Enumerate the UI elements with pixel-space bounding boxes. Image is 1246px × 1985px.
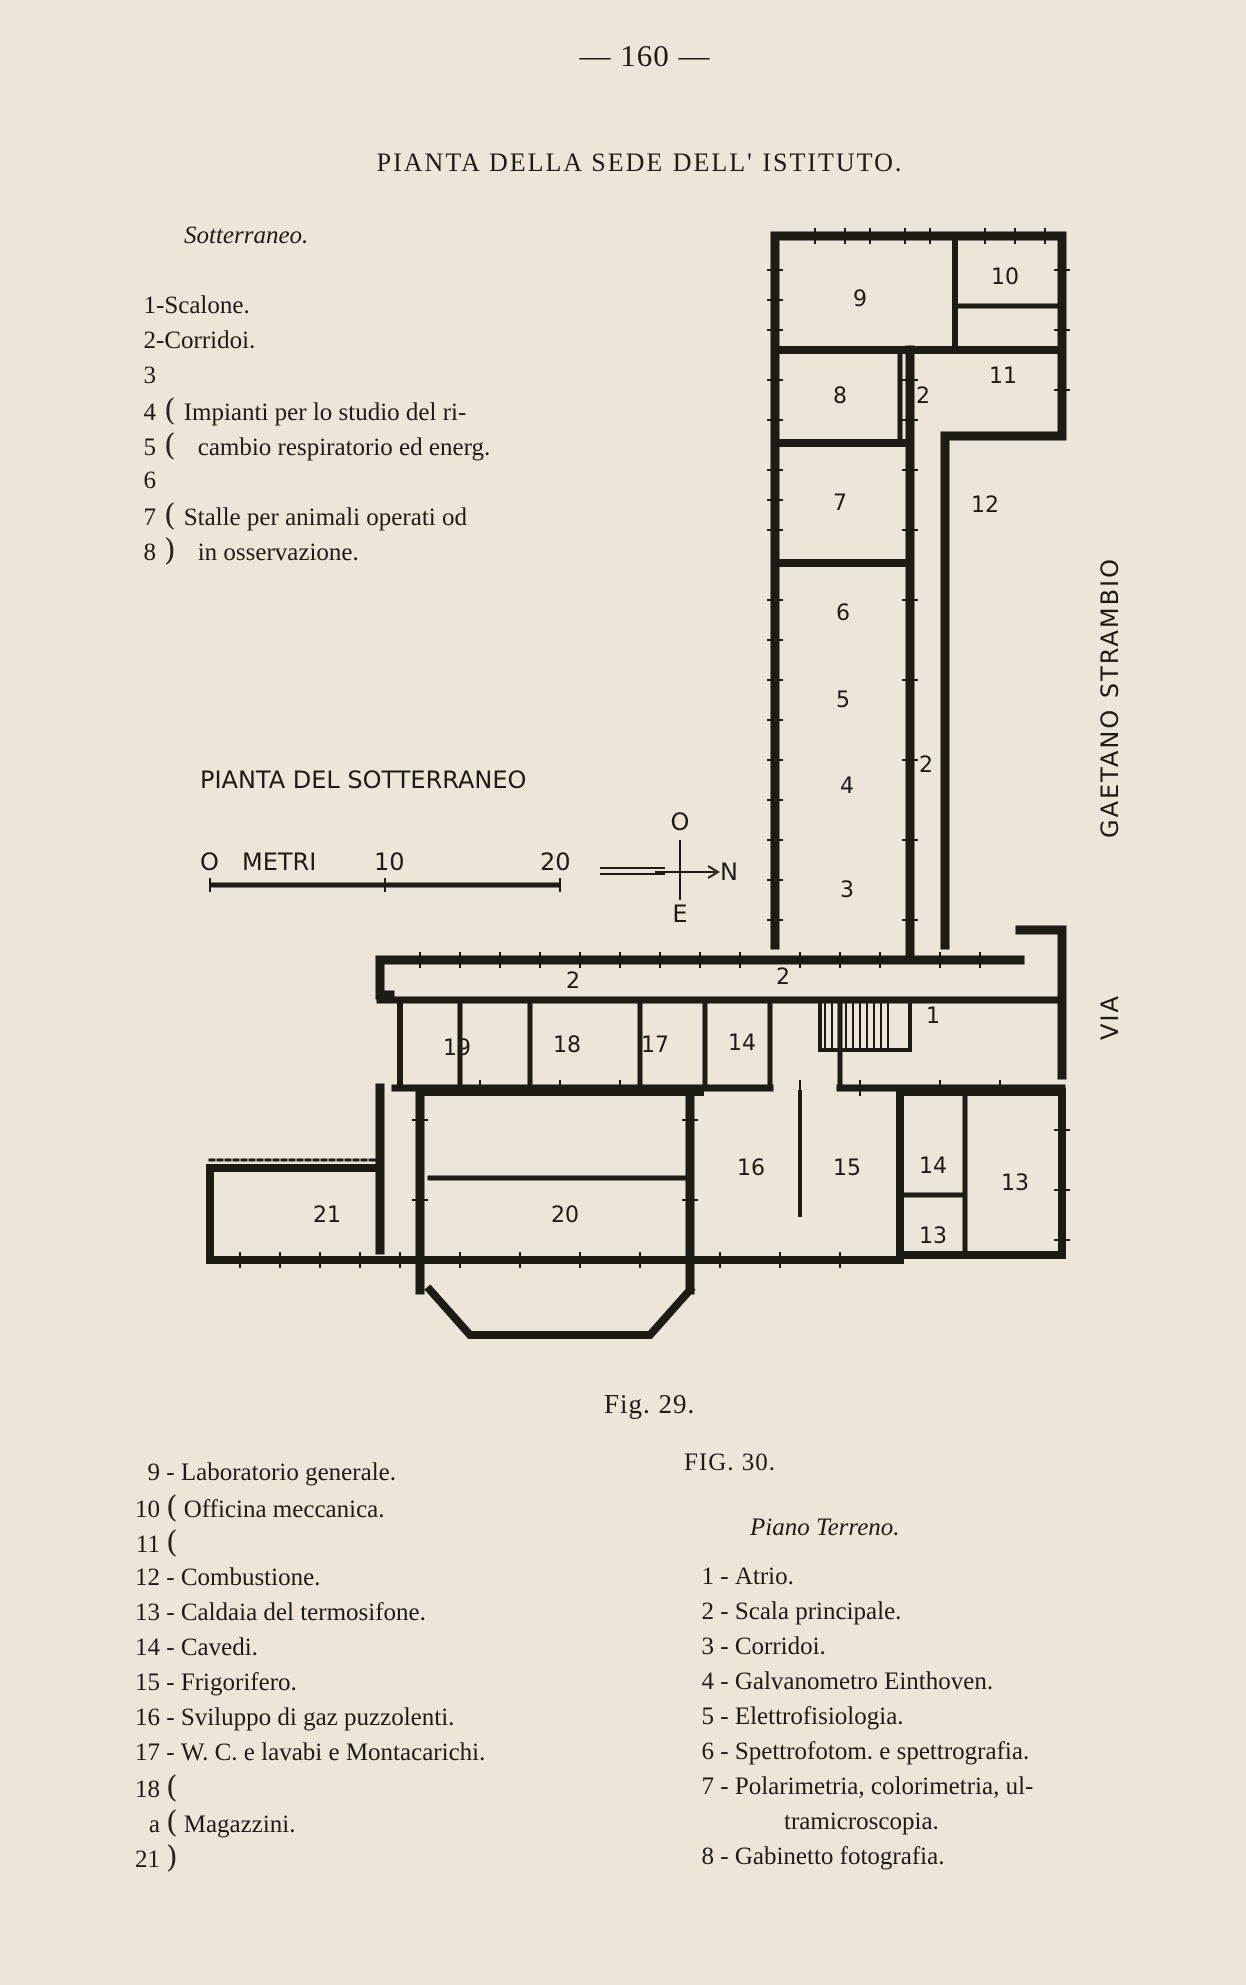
left-legend: 9 - Laboratorio generale. 10(Officina me… <box>118 1455 485 1875</box>
list-item: 6 <box>143 467 157 494</box>
list-item: 21) <box>135 1840 178 1875</box>
list-item: 2 - Corridoi. <box>143 327 256 354</box>
list-item: 17 - W. C. e lavabi e Montacarichi. <box>135 1739 486 1766</box>
room-label-11: 11 <box>989 364 1017 389</box>
list-item: 5(cambio respiratorio ed energ. <box>143 428 491 463</box>
list-item: 4 - Galvanometro Einthoven. <box>701 1668 994 1695</box>
floor-plan: 10 9 11 8 2 7 12 6 5 4 2 3 2 2 1 19 18 1… <box>200 228 1124 1339</box>
compass-north: N <box>720 858 738 886</box>
list-item: 18( <box>135 1770 178 1805</box>
list-item: a(Magazzini. <box>148 1805 296 1840</box>
basement-heading: Sotterraneo. <box>184 222 309 249</box>
room-label-18: 18 <box>553 1033 581 1058</box>
room-label-2: 2 <box>566 969 580 994</box>
page-number: — 160 — <box>579 38 711 73</box>
list-item: 9 - Laboratorio generale. <box>147 1459 397 1486</box>
compass-top: O <box>671 808 690 836</box>
figure-caption-2: FIG. 30. <box>684 1449 777 1476</box>
room-label-13: 13 <box>1001 1171 1029 1196</box>
room-label-17: 17 <box>641 1033 669 1058</box>
room-label-2: 2 <box>916 384 930 409</box>
room-label-16: 16 <box>737 1156 765 1181</box>
room-label-15: 15 <box>833 1156 861 1181</box>
ground-floor-heading: Piano Terreno. <box>750 1514 900 1541</box>
list-item: 7 - Polarimetria, colorimetria, ul- <box>701 1773 1034 1800</box>
room-label-5: 5 <box>836 688 850 713</box>
list-item: 16 - Sviluppo di gaz puzzolenti. <box>135 1704 455 1731</box>
figure-caption: Fig. 29. <box>604 1389 696 1419</box>
list-item: 2 - Scala principale. <box>701 1598 902 1625</box>
list-item: 6 - Spettrofotom. e spettrografia. <box>701 1738 1030 1765</box>
scale-unit: METRI <box>242 848 316 876</box>
room-label-8: 8 <box>833 384 847 409</box>
room-label-12: 12 <box>971 493 999 518</box>
room-label-6: 6 <box>836 601 850 626</box>
room-label-3: 3 <box>840 878 854 903</box>
list-item: 11( <box>135 1525 178 1560</box>
room-label-21: 21 <box>313 1203 341 1228</box>
list-item: 3 - Corridoi. <box>701 1633 826 1660</box>
room-label-2: 2 <box>776 965 790 990</box>
ground-floor-legend: 1 - Atrio. 2 - Scala principale. 3 - Cor… <box>690 1559 1034 1874</box>
room-label-20: 20 <box>551 1203 579 1228</box>
basement-plan-label: PIANTA DEL SOTTERRANEO <box>200 766 526 794</box>
room-label-14: 14 <box>728 1031 756 1056</box>
scale-ten: 10 <box>374 848 405 876</box>
list-item: 1 - Atrio. <box>701 1563 794 1590</box>
list-item: 8 - Gabinetto fotografia. <box>701 1843 945 1870</box>
compass-bottom: E <box>672 900 687 928</box>
list-item: 4(Impianti per lo studio del ri- <box>143 393 467 428</box>
list-item: 12 - Combustione. <box>135 1564 321 1591</box>
list-item: 3 <box>143 362 157 389</box>
list-item: 15 - Frigorifero. <box>135 1669 297 1696</box>
scale-zero: O <box>200 848 219 876</box>
basement-legend: 1 - Scalone. 2 - Corridoi. 3 4(Impianti … <box>120 288 491 568</box>
room-label-19: 19 <box>443 1036 471 1061</box>
page-title: PIANTA DELLA SEDE DELL' ISTITUTO. <box>376 148 904 177</box>
room-label-14: 14 <box>919 1154 947 1179</box>
room-label-1: 1 <box>926 1004 940 1029</box>
street-name-south: VIA <box>1096 994 1124 1040</box>
room-label-9: 9 <box>853 287 867 312</box>
list-item: tramicroscopia. <box>784 1808 939 1835</box>
room-label-7: 7 <box>833 491 847 516</box>
room-label-10: 10 <box>991 265 1019 290</box>
scale-twenty: 20 <box>540 848 571 876</box>
street-name-east: GAETANO STRAMBIO <box>1096 557 1124 838</box>
room-label-13: 13 <box>919 1224 947 1249</box>
list-item: 14 - Cavedi. <box>135 1634 258 1661</box>
list-item: 1 - Scalone. <box>143 292 250 319</box>
list-item: 8)in osservazione. <box>143 533 359 568</box>
room-label-2: 2 <box>919 753 933 778</box>
list-item: 7(Stalle per animali operati od <box>143 498 467 533</box>
list-item: 5 - Elettrofisiologia. <box>701 1703 904 1730</box>
list-item: 10(Officina meccanica. <box>135 1490 385 1525</box>
list-item: 13 - Caldaia del termosifone. <box>135 1599 426 1626</box>
room-label-4: 4 <box>840 774 854 799</box>
